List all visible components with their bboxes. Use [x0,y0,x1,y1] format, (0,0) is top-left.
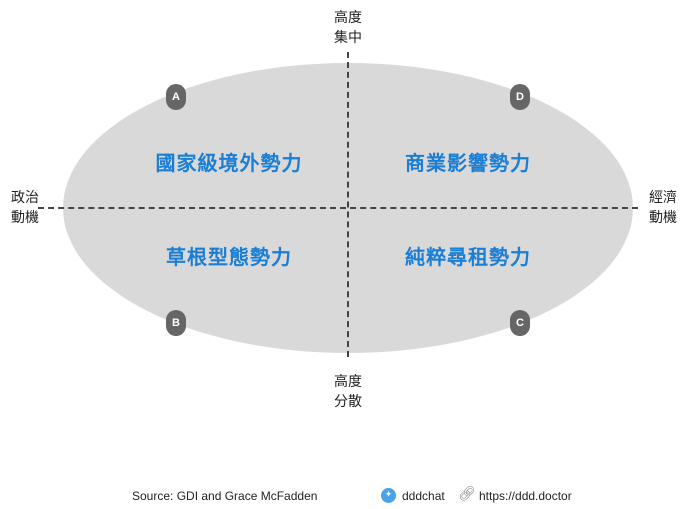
axis-bottom-line1: 高度 [334,374,362,390]
quadrant-label-d: 商業影響勢力 [405,151,531,175]
website-link[interactable]: https://ddd.doctor [479,489,572,503]
axis-left-line1: 政治 [11,190,39,206]
horizontal-axis [38,207,638,209]
axis-left-label: 政治動機 [0,188,50,228]
twitter-icon: ✦ [381,488,396,503]
badge-b: B [166,310,186,336]
badge-d: D [510,84,530,110]
axis-left-line2: 動機 [11,210,39,226]
link-icon: 🔗︎ [458,486,476,502]
axis-top-label: 高度集中 [318,8,378,48]
vertical-axis [347,52,349,357]
axis-right-label: 經濟動機 [638,188,688,228]
badge-a: A [166,84,186,110]
source-text: Source: GDI and Grace McFadden [132,489,318,503]
quadrant-label-b: 草根型態勢力 [166,245,292,269]
axis-top-line2: 集中 [334,30,362,46]
axis-right-line2: 動機 [649,210,677,226]
axis-top-line1: 高度 [334,10,362,26]
axis-right-line1: 經濟 [649,190,677,206]
axis-bottom-line2: 分散 [334,394,362,410]
badge-c: C [510,310,530,336]
twitter-handle[interactable]: dddchat [402,489,445,503]
quadrant-label-a: 國家級境外勢力 [155,151,303,175]
quadrant-label-c: 純粹尋租勢力 [405,245,531,269]
axis-bottom-label: 高度分散 [318,372,378,412]
